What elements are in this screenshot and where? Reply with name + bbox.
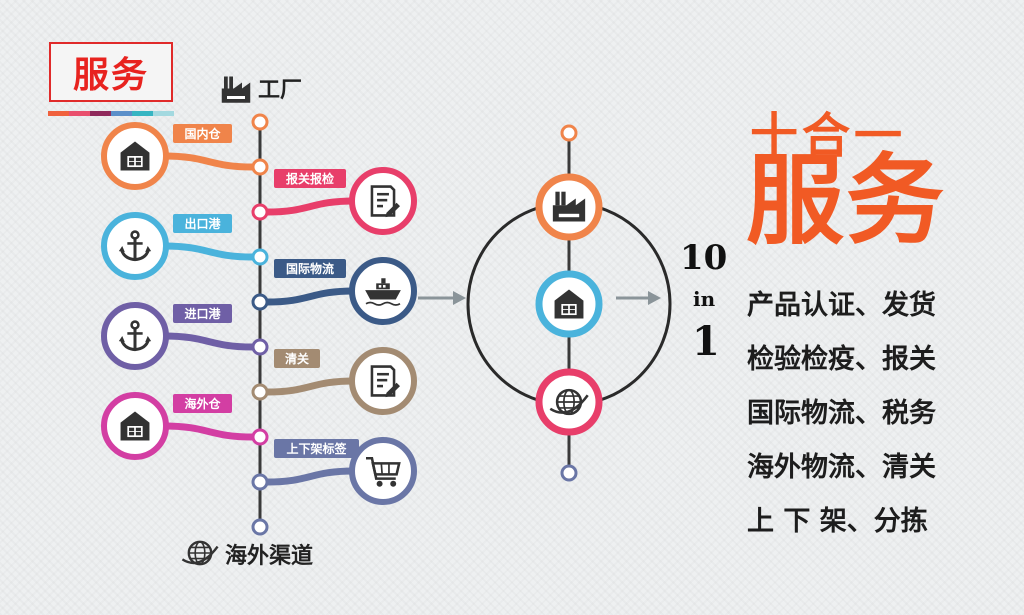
step-label: 进口港 <box>184 306 221 321</box>
timeline-dot <box>251 338 269 356</box>
timeline-end-dot <box>251 518 269 536</box>
step-icon-circle <box>349 437 417 505</box>
step-label-tag <box>173 304 232 323</box>
color-strip-segment <box>153 111 174 116</box>
timeline-step: 国内仓 <box>101 122 269 190</box>
cycle-node <box>535 368 603 436</box>
service-item: 国际物流、税务 <box>747 398 936 429</box>
factory-icon <box>221 76 251 103</box>
step-connector <box>263 377 358 396</box>
timeline-dot <box>251 428 269 446</box>
title-box: 服务 <box>49 42 173 102</box>
step-label-tag <box>274 259 346 278</box>
step-label: 海外仓 <box>184 396 221 411</box>
step-connector <box>160 332 257 351</box>
arrow-to-cycle <box>418 291 466 305</box>
step-connector <box>160 152 257 171</box>
arrow-to-ratio <box>616 291 661 305</box>
overseas-channel-label: 海外渠道 <box>225 543 314 569</box>
timeline-dot <box>251 473 269 491</box>
step-connector <box>160 422 257 441</box>
service-item: 上 下 架、分拣 <box>747 506 928 537</box>
timeline-step: 海外仓 <box>101 392 269 460</box>
page-title: 服务 <box>72 55 149 96</box>
color-strip-segment <box>132 111 153 116</box>
timeline-step: 国际物流 <box>251 257 417 325</box>
service-item: 海外物流、清关 <box>747 452 936 483</box>
timeline-start-dot <box>251 113 269 131</box>
timeline-step: 出口港 <box>101 212 269 280</box>
color-strip-segment <box>90 111 111 116</box>
timeline-step: 报关报检 <box>251 167 417 235</box>
timeline-dot <box>251 158 269 176</box>
step-label: 国内仓 <box>184 126 221 141</box>
headline-sub: 十合一 <box>750 108 907 164</box>
step-label-tag <box>274 439 359 458</box>
timeline-dot <box>251 203 269 221</box>
color-strip-segment <box>69 111 90 116</box>
ratio-middle: in <box>693 287 716 311</box>
timeline-step: 清关 <box>251 347 417 415</box>
step-label-tag <box>173 124 232 143</box>
step-label-tag <box>274 169 346 188</box>
service-item: 检验检疫、报关 <box>747 344 936 375</box>
ratio-bottom: 1 <box>692 318 720 365</box>
step-connector <box>263 197 358 216</box>
timeline-step: 上下架标签 <box>251 437 417 505</box>
service-list: 产品认证、发货 检验检疫、报关 国际物流、税务 海外物流、清关 上 下 架、分拣 <box>747 286 1017 556</box>
timeline-dot <box>251 293 269 311</box>
step-label-tag <box>173 214 232 233</box>
step-connector <box>263 467 358 486</box>
step-label-tag <box>173 394 232 413</box>
color-strip-segment <box>48 111 69 116</box>
ratio-top: 10 <box>680 238 728 278</box>
timeline-step: 进口港 <box>101 302 269 370</box>
step-label: 出口港 <box>184 216 221 231</box>
step-label: 清关 <box>285 351 309 366</box>
cycle-node <box>535 173 603 241</box>
factory-label: 工厂 <box>258 77 303 103</box>
step-connector <box>160 242 257 261</box>
cycle-node <box>535 270 603 338</box>
step-label: 报关报检 <box>286 171 334 186</box>
cycle-top-dot <box>560 124 578 142</box>
step-connector <box>263 287 358 306</box>
color-strip <box>48 111 174 116</box>
color-strip-segment <box>111 111 132 116</box>
step-label: 国际物流 <box>286 261 334 276</box>
step-label-tag <box>274 349 320 368</box>
service-item: 产品认证、发货 <box>747 290 936 321</box>
cycle-bottom-dot <box>560 464 578 482</box>
timeline-dot <box>251 248 269 266</box>
step-label: 上下架标签 <box>286 441 347 456</box>
timeline-dot <box>251 383 269 401</box>
globe-icon <box>181 540 219 566</box>
headline-main: 服务 <box>746 144 947 258</box>
